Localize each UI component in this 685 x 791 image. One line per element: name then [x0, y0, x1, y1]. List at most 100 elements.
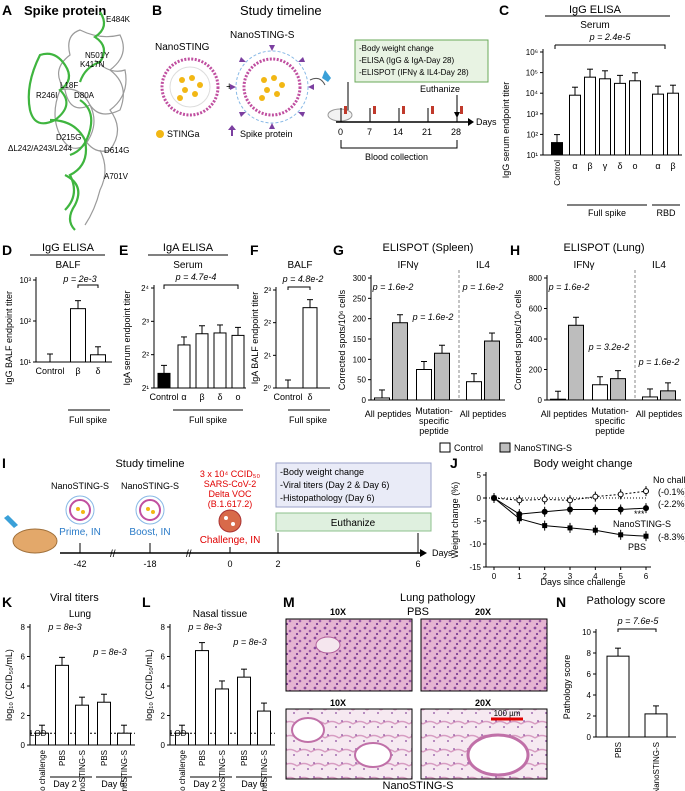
line-label: (-8.3%): [658, 532, 685, 542]
y-tick-label: 0: [538, 396, 543, 405]
y-tick-label: 2³: [264, 286, 271, 295]
x-tick-label: α: [572, 161, 577, 171]
stinga-legend-icon: [156, 130, 164, 138]
y-tick-label: 6: [161, 653, 166, 662]
bar: [213, 332, 227, 389]
chart-d-pvalue: p = 2e-3: [62, 274, 96, 284]
group-label: All peptides: [541, 409, 588, 419]
panel-label-h: H: [510, 242, 521, 258]
chart-n-title: Pathology score: [587, 595, 666, 607]
bar: [117, 732, 131, 746]
mutation-label: D80A: [74, 91, 95, 100]
pbs-row-label: PBS: [407, 606, 429, 618]
y-tick-label: 300: [353, 274, 367, 283]
days-label: Days: [476, 117, 497, 127]
group-label: All peptides: [636, 409, 683, 419]
bar: [175, 732, 189, 746]
group-label: All peptides: [365, 409, 412, 419]
bar: [35, 732, 49, 746]
bar: [392, 322, 408, 401]
x-tick-label: Control: [273, 392, 302, 402]
y-tick-label: 250: [353, 294, 367, 303]
y-tick-label: 8: [161, 623, 166, 632]
histology-images: 10X PBS 20X 10X 20X 100 µm NanoSTING-S: [285, 606, 548, 791]
group-label: Mutation-specific peptide: [415, 406, 453, 436]
y-tick-label: 10²: [526, 130, 538, 139]
x-tick-label: δ: [617, 161, 622, 171]
chart-g-h1: IFNγ: [397, 260, 418, 271]
mutation-label: A701V: [104, 172, 129, 181]
study-timeline-b: NanoSTING NanoSTING-S + STINGa Spike pro…: [155, 30, 497, 162]
scale-bar-label: 100 µm: [494, 709, 521, 718]
chart-j-title: Body weight change: [533, 458, 632, 470]
chart-e-title: IgA ELISA: [163, 242, 214, 254]
svg-text:28: 28: [451, 127, 461, 137]
panel-k-title: Viral titers: [50, 592, 99, 604]
chart-h: ELISPOT (Lung) IFNγ IL4 Corrected spots/…: [513, 242, 683, 436]
x-tick-label: PBS: [100, 750, 109, 766]
chart-j-xlabel: Days since challenge: [540, 577, 625, 587]
chart-e-pvalue: p = 4.7e-4: [175, 272, 217, 282]
chart-c-pvalue: p = 2.4e-5: [589, 32, 632, 42]
data-point: [592, 506, 599, 513]
readout-item: -Histopathology (Day 6): [280, 493, 375, 503]
line-label: (-2.2%): [658, 499, 685, 509]
y-tick-label: 10⁶: [526, 48, 538, 57]
panel-i-title: Study timeline: [115, 458, 184, 470]
chart-d-ylabel: IgG BALF endpoint titer: [4, 291, 14, 385]
y-tick-label: 0: [21, 741, 26, 750]
y-tick-label: 6: [21, 653, 26, 662]
x-tick-label: NanoSTING-S: [78, 750, 87, 791]
y-tick-label: 5: [477, 471, 482, 480]
bar: [466, 381, 482, 401]
chart-g-p1: p = 1.6e-2: [372, 282, 414, 292]
y-tick-label: 2¹: [264, 351, 271, 360]
x-tick-label: No challenge: [178, 749, 187, 791]
chart-f-pvalue: p = 4.8e-2: [282, 274, 324, 284]
bar: [90, 354, 106, 363]
mutation-label: N501Y: [85, 51, 110, 60]
y-tick-label: 0: [477, 494, 482, 503]
x-tick-label: 4: [593, 572, 598, 581]
timeline-arrow: [420, 549, 427, 557]
timeline-ticks: 0 7 14 21 28: [338, 106, 463, 137]
boost-top-label: NanoSTING-S: [121, 481, 179, 491]
nanosting-s-label: NanoSTING-S: [230, 30, 295, 41]
chart-h-ylabel: Corrected spots/10⁶ cells: [513, 289, 523, 390]
bar: [157, 372, 171, 389]
panel-label-b: B: [152, 2, 163, 18]
x-tick-label: NanoSTING-S: [260, 750, 269, 791]
x-tick-label: 6: [644, 572, 649, 581]
airway-icon: [354, 742, 392, 768]
chart-g-ylabel: Corrected spots/10⁶ cells: [337, 289, 347, 390]
euthanize-label: Euthanize: [420, 84, 460, 94]
y-tick-label: 100: [353, 355, 367, 364]
airway-icon: [466, 733, 530, 777]
stinga-legend-label: STINGa: [167, 129, 200, 139]
y-tick-label: 2²: [142, 351, 149, 360]
legend-gh: Control NanoSTING-S: [439, 442, 572, 453]
panel-label-i: I: [2, 455, 6, 471]
chart-e: IgA ELISA Serum IgA serum endpoint titer…: [122, 242, 246, 425]
bar: [195, 650, 209, 746]
chart-f-ylabel: IgA BALF endpoint titer: [250, 292, 260, 385]
bar: [642, 396, 658, 401]
chart-d-title: IgG ELISA: [42, 242, 95, 254]
bar: [569, 94, 581, 156]
y-tick-label: 10²: [19, 317, 31, 326]
panel-b-title: Study timeline: [240, 3, 322, 18]
x-tick-label: β: [587, 161, 592, 171]
y-tick-label: 10⁵: [526, 69, 538, 78]
line-label: No challenge: [653, 475, 685, 485]
x-tick-label: PBS: [614, 742, 623, 758]
spike-legend-label: Spike protein: [240, 129, 293, 139]
y-tick-label: 10¹: [526, 151, 538, 160]
y-tick-label: 2: [587, 712, 592, 721]
legend-control-label: Control: [454, 443, 483, 453]
mag-label: 20X: [475, 607, 491, 617]
bar: [667, 92, 679, 156]
